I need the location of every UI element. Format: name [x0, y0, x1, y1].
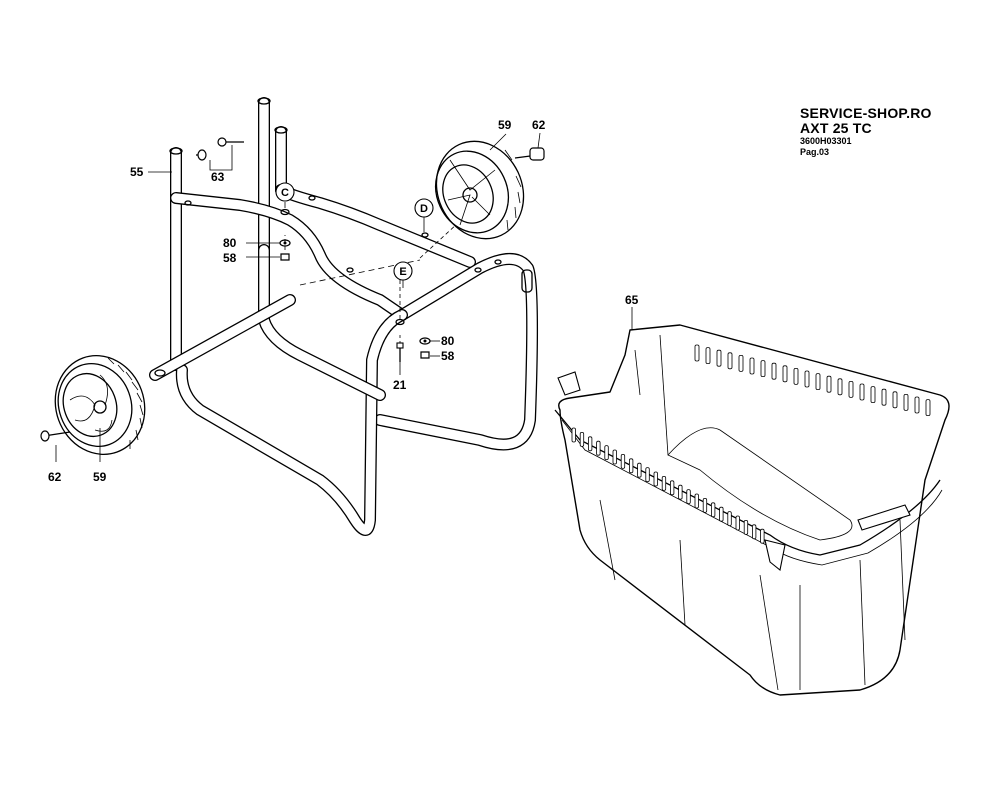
- part-65: 65: [625, 293, 639, 307]
- vent-slot: [620, 453, 626, 469]
- vent-slot: [702, 497, 708, 513]
- vent-slot: [804, 370, 810, 388]
- part-59: 59: [498, 118, 512, 132]
- vent-slot: [705, 347, 711, 365]
- vent-slot: [694, 344, 700, 362]
- part-21: 21: [393, 378, 407, 392]
- part-80: 80: [223, 236, 237, 250]
- vent-slot: [749, 357, 755, 375]
- vent-slot: [859, 383, 865, 401]
- hardware: [196, 137, 431, 362]
- part-59: 59: [93, 470, 107, 484]
- part-80: 80: [441, 334, 455, 348]
- vent-slot: [870, 386, 876, 404]
- vent-slot: [670, 480, 675, 496]
- vent-slot: [661, 475, 667, 491]
- vent-slot: [727, 352, 733, 370]
- vent-slot: [735, 515, 740, 531]
- vent-slot: [925, 399, 931, 417]
- vent-slot: [727, 511, 732, 527]
- vent-slot: [760, 528, 765, 544]
- vent-slot: [826, 375, 832, 393]
- part-63: 63: [211, 170, 225, 184]
- ref-e: E: [399, 266, 406, 278]
- vent-slot: [711, 502, 716, 518]
- vent-slot: [760, 360, 766, 378]
- vent-slot: [596, 440, 601, 456]
- vent-slot: [629, 458, 634, 474]
- frame: [149, 97, 539, 536]
- vent-slot: [903, 393, 909, 411]
- vent-slot: [637, 462, 642, 478]
- vent-slot: [612, 449, 617, 465]
- ref-d: D: [420, 203, 428, 215]
- part-code: 3600H03301: [800, 136, 852, 146]
- part-62: 62: [48, 470, 62, 484]
- part-55: 55: [130, 165, 144, 179]
- vent-slot: [881, 388, 887, 406]
- reference-circles: C D E: [275, 182, 434, 281]
- grass-catcher: [554, 324, 950, 696]
- model-name: AXT 25 TC: [800, 120, 872, 136]
- vent-slot: [694, 493, 699, 509]
- vent-slot: [678, 484, 683, 500]
- vent-slot: [752, 524, 757, 540]
- vent-slot: [848, 380, 854, 398]
- vent-slot: [892, 391, 898, 409]
- part-58: 58: [223, 251, 237, 265]
- part-labels: 55 63 80 58 59 62 80 58 21 62 59 65: [48, 118, 639, 484]
- vent-slot: [645, 467, 650, 483]
- vent-slot: [719, 506, 724, 522]
- vent-slot: [716, 349, 722, 367]
- vent-slot: [743, 520, 749, 535]
- part-62: 62: [532, 118, 546, 132]
- leader-lines: [55, 132, 633, 462]
- vent-slot: [579, 431, 585, 447]
- vent-slot: [782, 365, 788, 383]
- vent-slot: [914, 396, 920, 414]
- vent-slot: [653, 471, 658, 487]
- vent-slot: [686, 489, 691, 505]
- part-58: 58: [441, 349, 455, 363]
- shop-name: SERVICE-SHOP.RO: [800, 105, 932, 121]
- title-block: SERVICE-SHOP.RO AXT 25 TC 3600H03301 Pag…: [800, 106, 932, 158]
- vent-slot: [738, 354, 744, 372]
- wheel-right: [435, 140, 545, 240]
- ref-c: C: [281, 187, 289, 199]
- page-number: Pag.03: [800, 147, 830, 157]
- vent-slot: [793, 367, 799, 385]
- vent-slot: [815, 373, 821, 391]
- vent-slot: [771, 362, 777, 380]
- wheel-left: [40, 355, 146, 455]
- vent-slot: [604, 445, 609, 461]
- vent-slot: [837, 378, 843, 396]
- vent-slot: [588, 436, 593, 452]
- vent-slot: [571, 427, 576, 443]
